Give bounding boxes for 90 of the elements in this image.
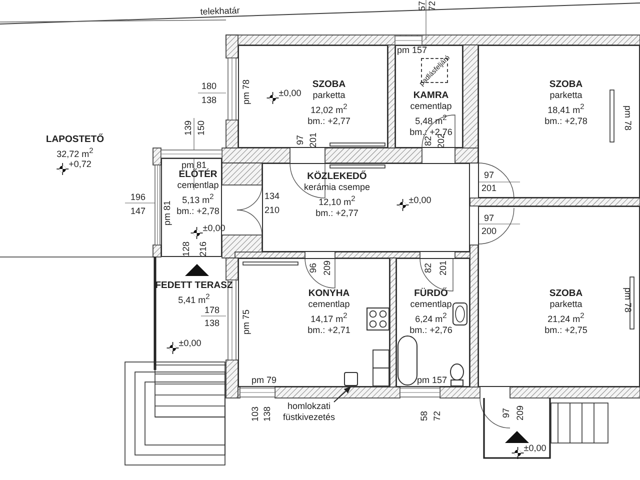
dimension-value: pm 81 — [162, 200, 172, 226]
level-value: +0,72 — [68, 159, 92, 169]
dimension-value: 82 — [423, 263, 433, 273]
room-outline — [478, 45, 640, 198]
room-name: FÜRDŐ — [414, 288, 448, 299]
dimension-value: 209 — [515, 405, 525, 421]
floor-material: cementlap — [410, 101, 452, 112]
floor-area: 32,72 m$^{2}$ — [56, 145, 94, 160]
dimension-value: 138 — [201, 95, 217, 105]
floor-area: 21,24 m$^{2}$ — [548, 310, 584, 325]
floor-material: parketta — [312, 90, 346, 101]
room-outline — [395, 45, 463, 148]
room-outline — [262, 163, 470, 252]
room-outline — [238, 258, 390, 387]
dimension-value: 196 — [130, 192, 146, 202]
room-name: SZOBA — [312, 79, 346, 90]
floor-material: cementlap — [410, 299, 452, 310]
ceiling-height: bm.: +2,77 — [308, 116, 350, 127]
dimension-value: pm 157 — [396, 45, 428, 55]
room-name: KÖZLEKEDŐ — [307, 171, 367, 182]
room-name: FEDETT TERASZ — [155, 280, 233, 291]
room-name: SZOBA — [549, 288, 583, 299]
room-outline — [478, 206, 640, 387]
room-outline — [238, 45, 388, 148]
chimney-outlet — [344, 372, 358, 386]
room-name: ELŐTÉR — [178, 169, 218, 180]
dimension-value: 201 — [308, 132, 318, 148]
floor-material: parketta — [550, 90, 582, 101]
floor-area: 12,02 m$^{2}$ — [310, 101, 348, 116]
dimension-value: 128 — [181, 241, 191, 257]
ceiling-height: bm.: +2,78 — [544, 116, 588, 127]
dimension-value: pm 78 — [241, 80, 251, 104]
dimension-value: 210 — [264, 205, 280, 215]
dimension-value: 82 — [423, 136, 433, 146]
dimension-value: 57 — [417, 1, 427, 11]
floor-material: kerámia csempe — [304, 182, 370, 193]
floor-material: parketta — [550, 299, 582, 310]
dimension-value: 96 — [308, 263, 318, 273]
dimension-value: 216 — [198, 241, 208, 257]
dimension-value: 138 — [262, 406, 272, 422]
ceiling-height: bm.: +2,77 — [316, 208, 358, 219]
dimension-value: pm 78 — [623, 106, 633, 130]
floor-area: 6,24 m$^{2}$ — [415, 310, 447, 325]
leader-line — [334, 386, 352, 402]
dimension-value: 138 — [204, 318, 220, 328]
dimension-value: 201 — [438, 260, 448, 276]
dimension-value: pm 81 — [182, 160, 206, 170]
dimension-value: 209 — [322, 260, 332, 276]
dimension-value: 201 — [481, 183, 497, 193]
floor-area: 18,41 m$^{2}$ — [548, 101, 584, 116]
level-value: ±0,00 — [178, 338, 202, 348]
floor-area: 14,17 m$^{2}$ — [310, 310, 348, 325]
dimension-value: 200 — [481, 226, 497, 236]
dimension-value: 97 — [484, 213, 494, 223]
boundary-label: telekhatár — [200, 5, 240, 17]
dimension-value: 72 — [427, 1, 437, 11]
dimension-value: 97 — [501, 408, 511, 418]
level-value: ±0,00 — [278, 88, 302, 98]
floor-area: 12,10 m$^{2}$ — [318, 193, 356, 208]
dimension-value: 72 — [432, 411, 442, 421]
dimension-value: 97 — [295, 135, 305, 145]
ceiling-height: bm.: +2,71 — [308, 325, 350, 336]
room-name: SZOBA — [549, 79, 583, 90]
dimension-value: 58 — [419, 411, 429, 421]
dimension-value: 134 — [264, 191, 280, 201]
callout-label: homlokzati füstkivezetés — [278, 401, 340, 423]
floor-area: 5,41 m$^{2}$ — [178, 291, 210, 306]
room-name: LAPOSTETŐ — [46, 134, 104, 145]
dimension-value: 139 — [183, 120, 193, 136]
dimension-value: 97 — [484, 170, 494, 180]
dimension-value: 147 — [130, 206, 146, 216]
ceiling-height: bm.: +2,76 — [410, 325, 452, 336]
level-value: ±0,00 — [524, 443, 546, 453]
dimension-value: 150 — [196, 120, 206, 136]
room-name: KAMRA — [413, 90, 449, 101]
floor-area: 5,13 m$^{2}$ — [182, 191, 214, 206]
dimension-value: 103 — [250, 406, 260, 422]
dimension-value: pm 78 — [623, 288, 633, 312]
dimension-value: 178 — [204, 305, 220, 315]
floor-material: cementlap — [177, 180, 219, 191]
dimension-value: 180 — [201, 81, 217, 91]
floor-material: cementlap — [308, 299, 350, 310]
ceiling-height: bm.: +2,75 — [544, 325, 588, 336]
level-value: ±0,00 — [408, 195, 432, 205]
dimension-value: pm 75 — [241, 310, 251, 334]
dimension-value: pm 79 — [252, 375, 276, 385]
ceiling-height: bm.: +2,78 — [176, 206, 220, 217]
room-name: KONYHA — [308, 288, 350, 299]
dimension-value: pm 157 — [416, 375, 448, 385]
room-outline — [396, 258, 470, 387]
